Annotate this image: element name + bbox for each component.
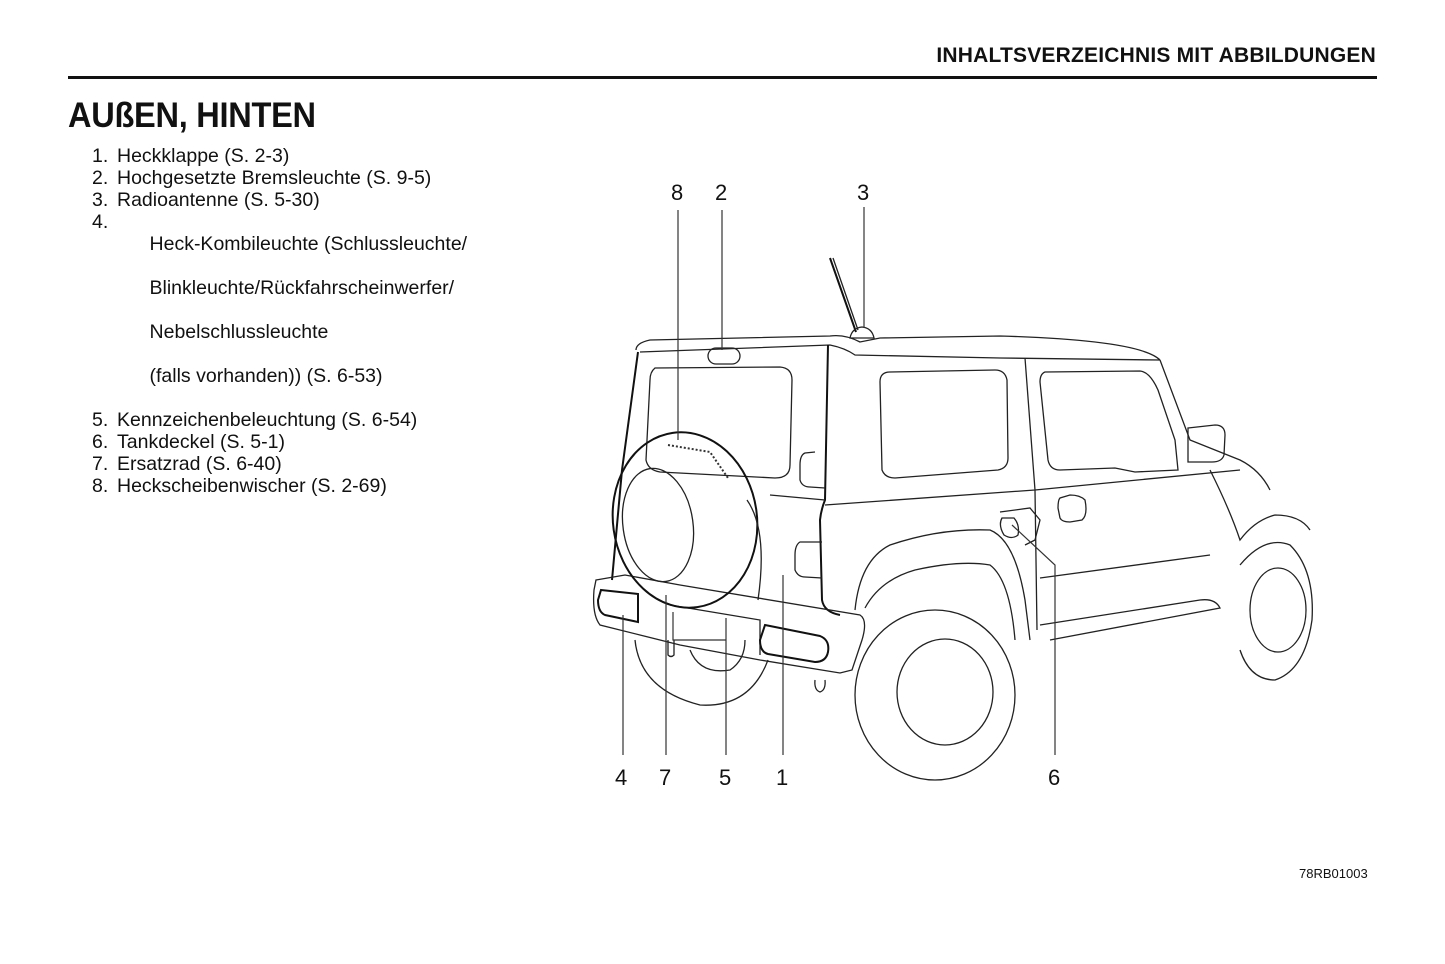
left-rear-wheel-inner — [689, 639, 746, 672]
legend-item: 6. Tankdeckel (S. 5-1) — [92, 431, 467, 453]
legend-item: 1. Heckklappe (S. 2-3) — [92, 145, 467, 167]
callout-2: 2 — [715, 180, 727, 205]
vehicle-drawing — [592, 257, 1313, 781]
lower-door-line — [1039, 554, 1211, 579]
legend-text: Heckklappe (S. 2-3) — [117, 145, 290, 167]
a-pillar — [1159, 359, 1271, 491]
tire-mount-bracket — [746, 499, 762, 601]
section-title: AUßEN, HINTEN — [68, 96, 316, 135]
legend-number: 4. — [92, 211, 109, 233]
antenna-base — [849, 326, 875, 339]
header-divider — [68, 76, 1377, 79]
legend-number: 8. — [92, 475, 109, 497]
side-window-rear — [879, 369, 1009, 479]
legend-number: 1. — [92, 145, 109, 167]
roof-outline — [635, 334, 1161, 361]
legend-list: 1. Heckklappe (S. 2-3) 2. Hochgesetzte B… — [92, 145, 467, 497]
legend-number: 3. — [92, 189, 109, 211]
callout-numbers: 8 2 3 4 7 5 1 6 — [615, 180, 1060, 790]
roof-inner-line — [639, 344, 1161, 361]
front-fender — [1209, 469, 1311, 542]
legend-text: Hochgesetzte Bremsleuchte (S. 9-5) — [117, 167, 432, 189]
legend-text-line: (falls vorhanden)) (S. 6-53) — [149, 365, 383, 387]
rear-wheel-rim — [896, 638, 994, 746]
side-window-front — [1039, 370, 1179, 473]
spare-tire — [611, 431, 759, 609]
legend-item: 7. Ersatzrad (S. 6-40) — [92, 453, 467, 475]
side-sill — [1039, 599, 1221, 641]
antenna-mast — [829, 257, 857, 333]
front-wheel-rim — [1249, 567, 1307, 653]
rear-handle-upper — [799, 451, 826, 489]
legend-item: 4. Heck-Kombileuchte (Schlussleuchte/ Bl… — [92, 211, 467, 409]
legend-text: Tankdeckel (S. 5-1) — [117, 431, 285, 453]
rear-fender-inner — [864, 562, 1016, 641]
front-wheel-outer — [1239, 541, 1313, 681]
callout-7: 7 — [659, 765, 671, 790]
callout-6: 6 — [1048, 765, 1060, 790]
legend-number: 7. — [92, 453, 109, 475]
legend-number: 5. — [92, 409, 109, 431]
rear-bumper — [592, 574, 866, 674]
rear-fender-flare — [854, 529, 1031, 641]
figure-code: 78RB01003 — [1299, 866, 1368, 881]
side-mirror — [1187, 424, 1226, 463]
rear-lamp-right — [758, 623, 830, 664]
legend-text: Heckscheibenwischer (S. 2-69) — [117, 475, 387, 497]
rear-corner-edge — [818, 344, 841, 616]
legend-text-line: Blinkleuchte/Rückfahrscheinwerfer/ — [149, 277, 455, 299]
left-rear-wheel — [634, 639, 769, 706]
legend-text-line: Nebelschlussleuchte — [149, 321, 329, 343]
callout-8: 8 — [671, 180, 683, 205]
legend-number: 2. — [92, 167, 109, 189]
callout-4: 4 — [615, 765, 627, 790]
legend-item: 8. Heckscheibenwischer (S. 2-69) — [92, 475, 467, 497]
legend-text: Ersatzrad (S. 6-40) — [117, 453, 282, 475]
leader-line-5 — [672, 612, 727, 755]
leader-lines — [622, 207, 1056, 755]
spare-tire-rim — [621, 467, 695, 583]
legend-text: Kennzeichenbeleuchtung (S. 6-54) — [117, 409, 418, 431]
legend-text: Radioantenne (S. 5-30) — [117, 189, 320, 211]
callout-1: 1 — [776, 765, 788, 790]
callout-3: 3 — [857, 180, 869, 205]
rear-handle-lower — [794, 541, 823, 579]
rear-wheel-outer — [854, 609, 1016, 781]
legend-text-multiline: Heck-Kombileuchte (Schlussleuchte/ Blink… — [117, 211, 468, 409]
door-front-edge — [1024, 357, 1038, 631]
antenna-mast-shadow — [832, 257, 859, 331]
tow-hook — [814, 679, 826, 693]
legend-text-line: Heck-Kombileuchte (Schlussleuchte/ — [149, 233, 468, 255]
callout-5: 5 — [719, 765, 731, 790]
fuel-lid — [999, 517, 1020, 539]
legend-number: 6. — [92, 431, 109, 453]
legend-item: 2. Hochgesetzte Bremsleuchte (S. 9-5) — [92, 167, 467, 189]
legend-item: 5. Kennzeichenbeleuchtung (S. 6-54) — [92, 409, 467, 431]
license-light — [667, 640, 675, 658]
rear-window — [645, 366, 793, 479]
fuel-lid-recess — [999, 507, 1041, 546]
legend-item: 3. Radioantenne (S. 5-30) — [92, 189, 467, 211]
leader-line-6 — [1011, 524, 1056, 755]
header-title: INHALTSVERZEICHNIS MIT ABBILDUNGEN — [936, 44, 1376, 67]
beltline — [824, 469, 1241, 506]
rear-lamp-left — [596, 588, 639, 624]
bumper-top-line — [669, 604, 761, 655]
brake-light — [707, 347, 741, 365]
rear-body-seam — [769, 494, 826, 501]
door-handle — [1057, 494, 1087, 523]
